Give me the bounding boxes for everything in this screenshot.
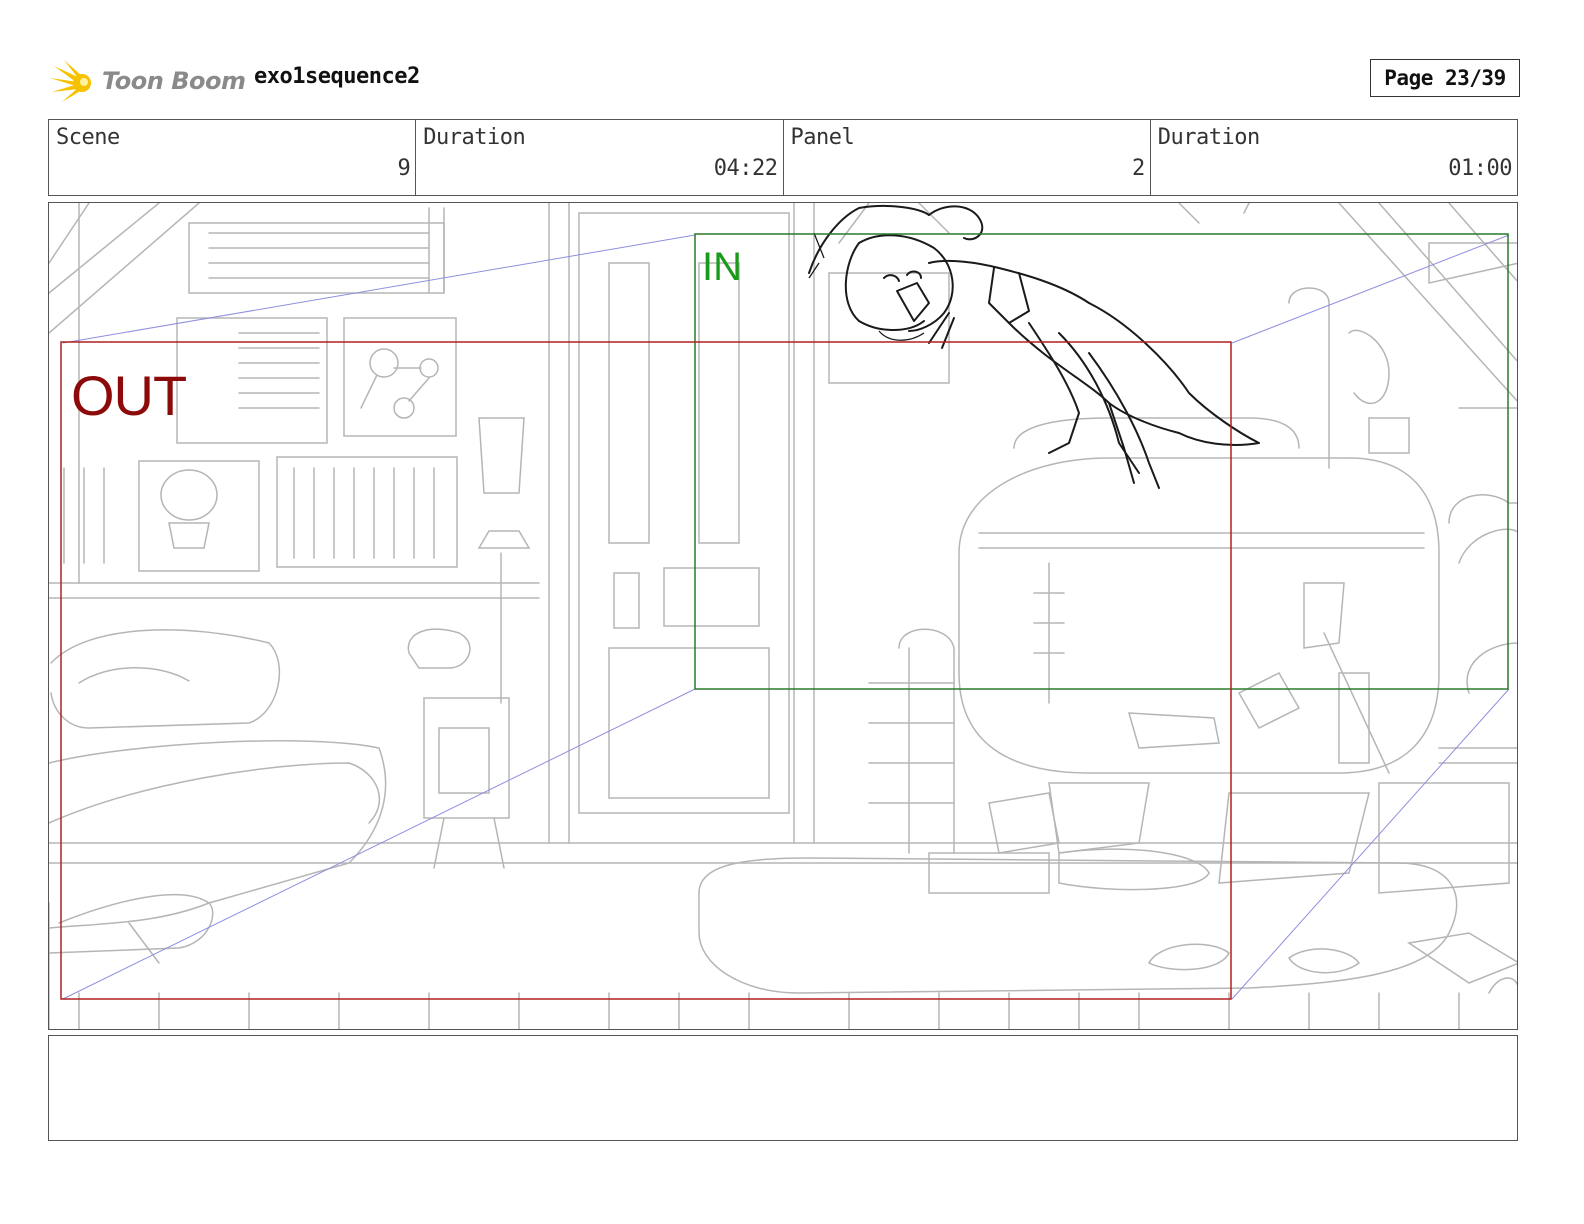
panel-notes-box xyxy=(48,1035,1518,1141)
page-header: Toon Boom exo1sequence2 Page 23/39 xyxy=(50,52,1520,108)
storyboard-panel-image: OUT IN xyxy=(48,202,1518,1030)
toon-boom-logo: Toon Boom xyxy=(50,56,246,106)
panel-label: Panel xyxy=(790,125,855,150)
background-sketch xyxy=(49,203,1517,1029)
panel-duration-label: Duration xyxy=(1157,125,1260,150)
out-frame-label: OUT xyxy=(71,364,187,427)
panel-value: 2 xyxy=(1132,156,1145,181)
scene-duration-value: 04:22 xyxy=(713,156,778,181)
sequence-title: exo1sequence2 xyxy=(254,64,420,89)
out-frame-box xyxy=(60,341,1232,1000)
scene-duration-cell: Duration 04:22 xyxy=(416,120,784,195)
starburst-icon xyxy=(50,60,91,102)
in-frame-label: IN xyxy=(702,245,742,289)
scene-cell: Scene 9 xyxy=(49,120,417,195)
logo-text: Toon Boom xyxy=(102,67,246,95)
page-number: Page 23/39 xyxy=(1370,59,1520,97)
panel-info-table: Scene 9 Duration 04:22 Panel 2 Duration … xyxy=(48,119,1518,196)
scene-duration-label: Duration xyxy=(423,125,526,150)
panel-duration-cell: Duration 01:00 xyxy=(1151,120,1517,195)
panel-duration-value: 01:00 xyxy=(1448,156,1512,181)
in-frame-box xyxy=(694,233,1509,690)
scene-label: Scene xyxy=(56,125,120,150)
panel-cell: Panel 2 xyxy=(784,120,1151,195)
scene-value: 9 xyxy=(397,156,411,181)
